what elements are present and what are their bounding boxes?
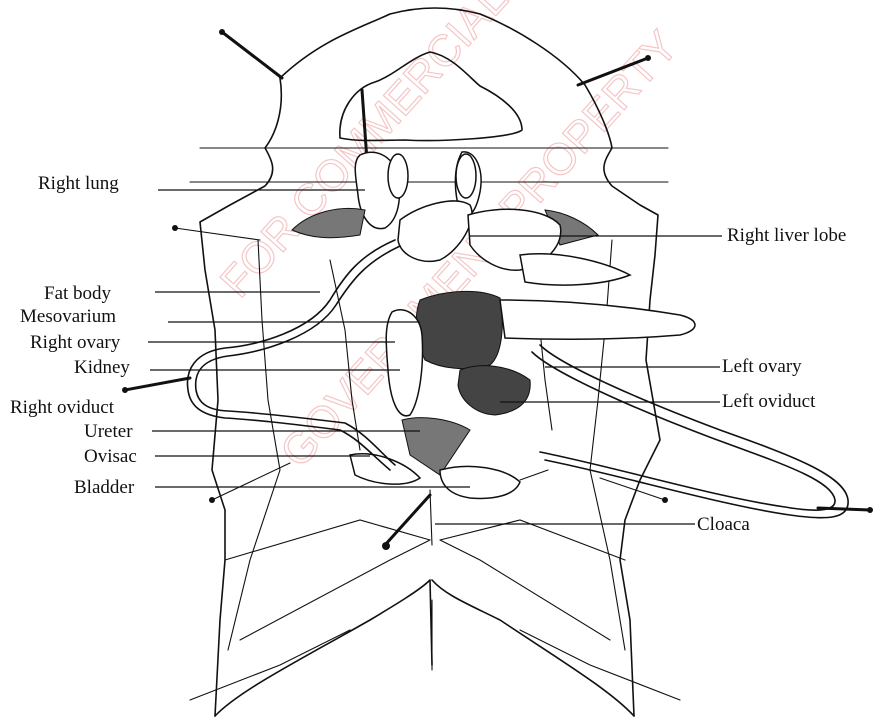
- pin-left-mid: [125, 378, 190, 390]
- label-right-ovary: Right ovary: [30, 332, 121, 353]
- pin-head-1: [219, 29, 225, 35]
- pin-head-4: [867, 507, 873, 513]
- pin-head-7: [662, 497, 668, 503]
- label-right-liver-lobe: Right liver lobe: [727, 225, 846, 246]
- thigh-line-right: [520, 630, 680, 700]
- bladder-shape: [440, 466, 520, 498]
- skin-fold-right: [590, 240, 625, 650]
- pin-head-2: [645, 55, 651, 61]
- thigh-line-left: [190, 630, 350, 700]
- cloaca-tube: [430, 490, 432, 545]
- pin-head-5: [172, 225, 178, 231]
- ovisac-right: [350, 454, 420, 484]
- pin-body-right-2: [520, 470, 548, 480]
- inner-fold-right: [540, 330, 552, 430]
- label-kidney: Kidney: [74, 357, 130, 378]
- pin-head-6: [209, 497, 215, 503]
- left-lung-eye: [456, 154, 476, 198]
- label-fat-body: Fat body: [44, 283, 112, 304]
- head-outline-left: [200, 78, 281, 716]
- liver-lobe-left: [520, 254, 630, 285]
- leg-line-left-1: [225, 520, 430, 560]
- mesovarium-mass: [416, 291, 502, 368]
- label-mesovarium: Mesovarium: [20, 306, 116, 327]
- pin-head-3: [122, 387, 128, 393]
- left-leg: [215, 580, 432, 716]
- leg-line-right-2: [440, 540, 610, 640]
- label-left-oviduct: Left oviduct: [722, 391, 816, 412]
- label-bladder: Bladder: [74, 477, 135, 498]
- kidney-shape: [386, 310, 422, 416]
- right-leg: [432, 580, 634, 716]
- left-oviduct-coil: [458, 366, 530, 415]
- label-right-lung: Right lung: [38, 173, 119, 194]
- pin-head-8: [382, 542, 390, 550]
- label-ovisac: Ovisac: [84, 446, 137, 467]
- left-ovary-lobe: [500, 300, 695, 339]
- label-right-oviduct: Right oviduct: [10, 397, 115, 418]
- label-ureter: Ureter: [84, 421, 133, 442]
- pin-top-left: [222, 32, 282, 78]
- right-lung-eye: [388, 154, 408, 198]
- label-left-ovary: Left ovary: [722, 356, 802, 377]
- pin-body-right-1: [600, 478, 665, 500]
- label-cloaca: Cloaca: [697, 514, 750, 535]
- leg-line-left-2: [240, 540, 430, 640]
- pin-body-left-2: [212, 463, 290, 500]
